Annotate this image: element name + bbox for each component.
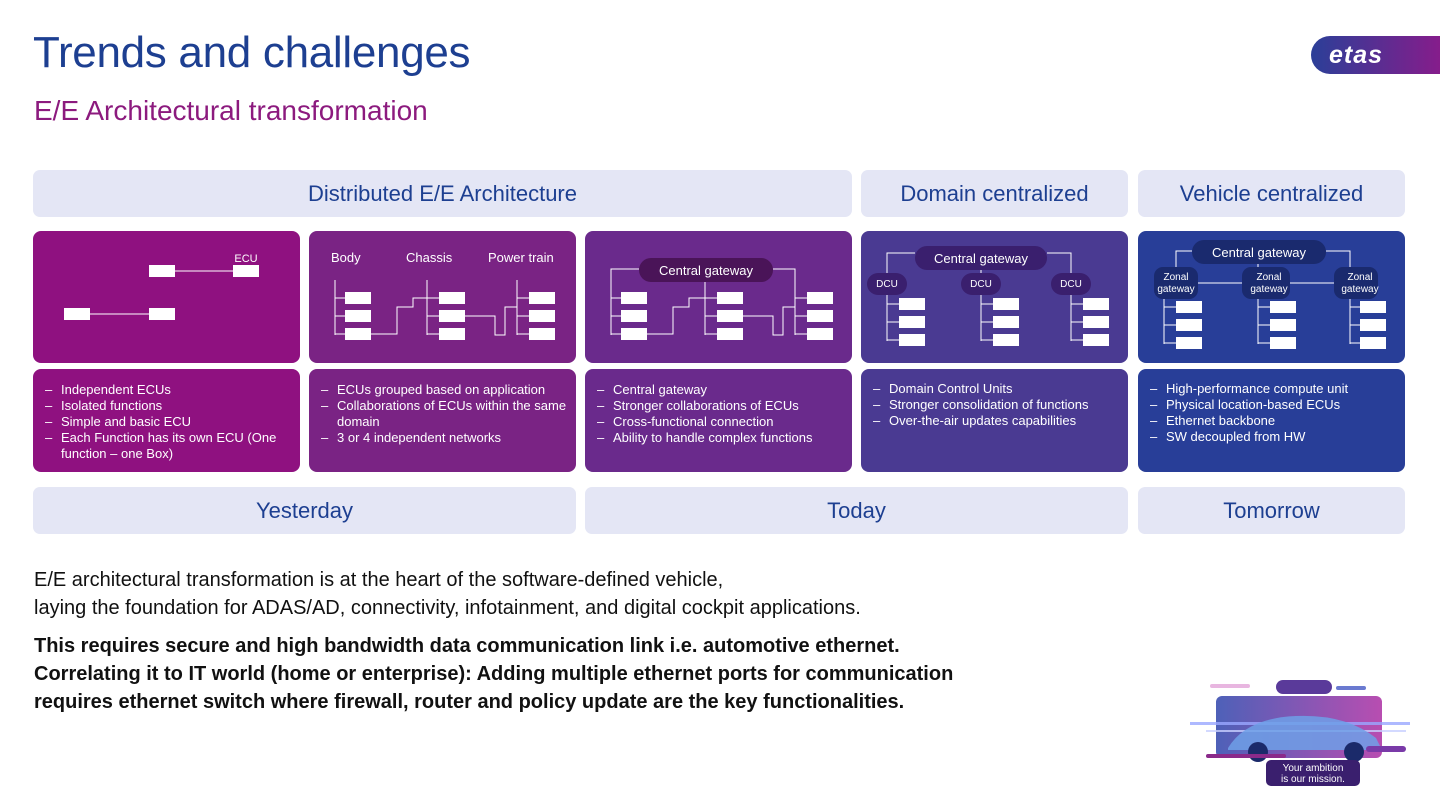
zonal-label-1a: Zonal — [1163, 272, 1188, 283]
desc-item: Domain Control Units — [873, 381, 1120, 397]
desc-item: Stronger collaborations of ECUs — [597, 398, 844, 414]
desc-item: Each Function has its own ECU (One funct… — [45, 430, 292, 462]
desc-item: Central gateway — [597, 382, 844, 398]
zonal-label-3b: gateway — [1341, 284, 1378, 295]
desc-central-gateway: Central gateway Stronger collaborations … — [585, 369, 852, 472]
label-chassis: Chassis — [406, 250, 453, 265]
bold-line: Correlating it to IT world (home or ente… — [34, 663, 954, 685]
diagram-domain-centralized: Central gateway DCU DCU DCU — [861, 231, 1128, 363]
desc-item: Over-the-air updates capabilities — [873, 413, 1120, 429]
desc-grouped-ecus: ECUs grouped based on application Collab… — [309, 369, 576, 472]
dcu-label-2: DCU — [970, 279, 992, 290]
bold-line: This requires secure and high bandwidth … — [34, 635, 900, 657]
central-gateway-label: Central gateway — [659, 263, 753, 278]
tagline-line1: Your ambition — [1283, 763, 1344, 774]
desc-item: Collaborations of ECUs within the same d… — [321, 398, 568, 430]
desc-item: Independent ECUs — [45, 382, 292, 398]
label-power-train: Power train — [488, 250, 554, 265]
domain-gateway-label: Central gateway — [934, 251, 1028, 266]
ecu-label: ECU — [234, 253, 257, 265]
zonal-label-2a: Zonal — [1256, 272, 1281, 283]
desc-item: Physical location-based ECUs — [1150, 397, 1397, 413]
diagram-central-gateway: Central gateway — [585, 231, 852, 363]
header-vehicle-centralized: Vehicle centralized — [1138, 170, 1405, 217]
paragraph-line: laying the foundation for ADAS/AD, conne… — [34, 597, 861, 619]
desc-item: High-performance compute unit — [1150, 381, 1397, 397]
domain-gateway-pill — [915, 246, 1047, 270]
dcu-label-3: DCU — [1060, 279, 1082, 290]
timeline-yesterday: Yesterday — [33, 487, 576, 534]
zonal-label-2b: gateway — [1250, 284, 1287, 295]
tagline-line2: is our mission. — [1281, 774, 1345, 785]
car-illustration: Your ambition is our mission. — [1186, 678, 1426, 790]
central-gateway-pill — [639, 258, 773, 282]
desc-domain-centralized: Domain Control Units Stronger consolidat… — [861, 369, 1128, 472]
desc-item: ECUs grouped based on application — [321, 382, 568, 398]
header-distributed: Distributed E/E Architecture — [33, 170, 852, 217]
desc-independent-ecus: Independent ECUs Isolated functions Simp… — [33, 369, 300, 472]
timeline-tomorrow: Tomorrow — [1138, 487, 1405, 534]
paragraph-line: E/E architectural transformation is at t… — [34, 569, 724, 591]
bold-paragraph: This requires secure and high bandwidth … — [34, 632, 953, 716]
desc-item: Stronger consolidation of functions — [873, 397, 1120, 413]
desc-item: Ability to handle complex functions — [597, 430, 844, 446]
desc-item: SW decoupled from HW — [1150, 429, 1397, 445]
zonal-label-3a: Zonal — [1347, 272, 1372, 283]
etas-logo: etas — [1311, 36, 1440, 74]
zonal-label-1b: gateway — [1157, 284, 1194, 295]
diagram-independent-ecus: ECU — [33, 231, 300, 363]
page-title: Trends and challenges — [33, 28, 471, 77]
diagram-grouped-ecus: Body Chassis Power train — [309, 231, 576, 363]
dcu-label-1: DCU — [876, 279, 898, 290]
page-subtitle: E/E Architectural transformation — [34, 95, 428, 126]
desc-item: Ethernet backbone — [1150, 413, 1397, 429]
body-paragraph: E/E architectural transformation is at t… — [34, 566, 861, 622]
desc-item: Cross-functional connection — [597, 414, 844, 430]
desc-item: 3 or 4 independent networks — [321, 430, 568, 446]
desc-item: Isolated functions — [45, 398, 292, 414]
desc-vehicle-centralized: High-performance compute unit Physical l… — [1138, 369, 1405, 472]
vehicle-gateway-pill — [1192, 240, 1326, 264]
header-domain-centralized: Domain centralized — [861, 170, 1128, 217]
desc-item: Simple and basic ECU — [45, 414, 292, 430]
bold-line: requires ethernet switch where firewall,… — [34, 691, 905, 713]
vehicle-gateway-label: Central gateway — [1212, 245, 1306, 260]
diagram-vehicle-centralized: Central gateway Zonal gateway Zonal gate… — [1138, 231, 1405, 363]
label-body: Body — [331, 250, 361, 265]
timeline-today: Today — [585, 487, 1128, 534]
